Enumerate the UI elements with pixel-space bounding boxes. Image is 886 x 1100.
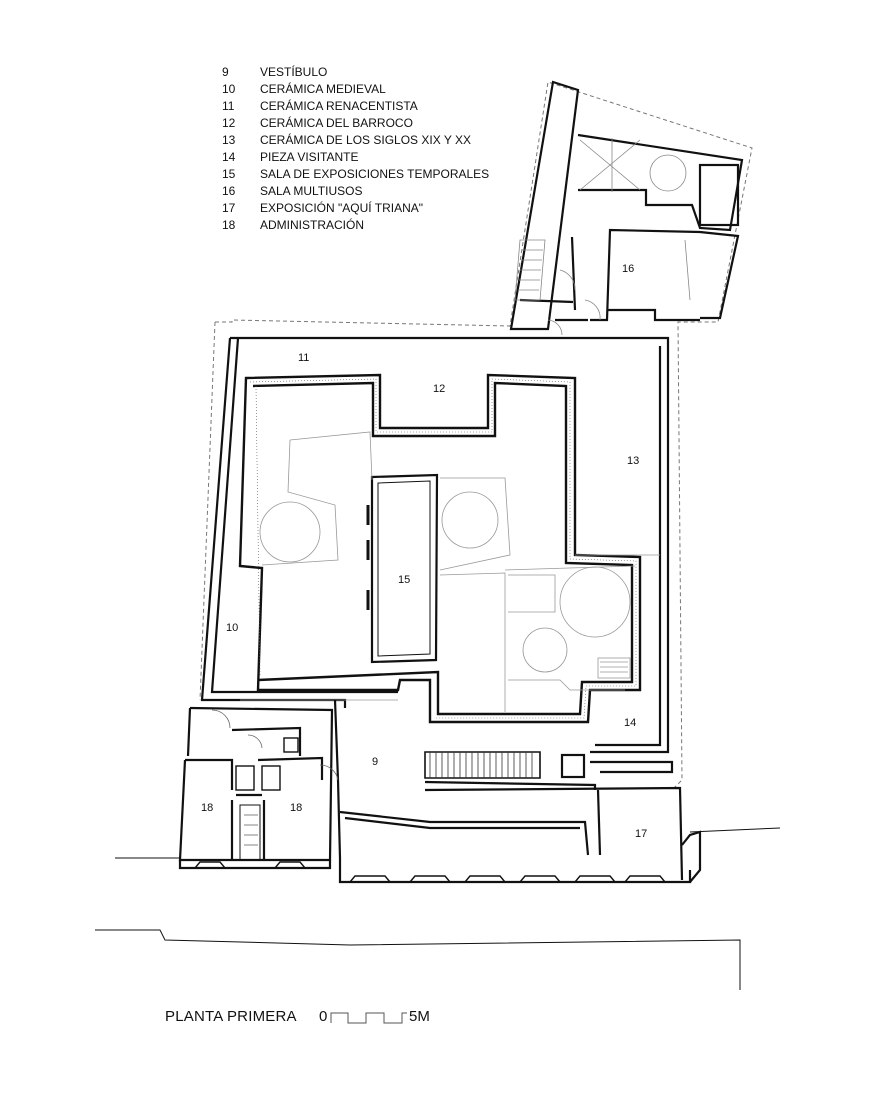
room-label-16: 16 bbox=[622, 263, 634, 275]
legend-number: 13 bbox=[222, 133, 236, 147]
scale-start-label: 0 bbox=[319, 1008, 328, 1025]
room-label-11: 11 bbox=[298, 352, 309, 364]
legend-item: 10 CERÁMICA MEDIEVAL bbox=[222, 81, 542, 98]
legend-number: 14 bbox=[222, 150, 236, 164]
legend-item: 12 CERÁMICA DEL BARROCO bbox=[222, 115, 542, 132]
legend-label: PIEZA VISITANTE bbox=[260, 150, 359, 164]
legend-label: VESTÍBULO bbox=[260, 65, 328, 79]
legend-item: 11 CERÁMICA RENACENTISTA bbox=[222, 98, 542, 115]
temporary-exhibit-block bbox=[366, 473, 439, 664]
vestibule-area bbox=[333, 699, 684, 881]
room-label-12: 12 bbox=[433, 383, 445, 395]
legend-number: 11 bbox=[222, 99, 235, 113]
room-label-9: 9 bbox=[372, 756, 378, 768]
legend-number: 18 bbox=[222, 218, 236, 232]
plan-title: PLANTA PRIMERA bbox=[165, 1008, 297, 1025]
legend-label: ADMINISTRACIÓN bbox=[260, 218, 365, 232]
room-label-13: 13 bbox=[627, 455, 639, 467]
legend-item: 17 EXPOSICIÓN "AQUÍ TRIANA" bbox=[222, 200, 542, 217]
legend-label: SALA MULTIUSOS bbox=[260, 184, 363, 198]
legend-number: 12 bbox=[222, 116, 236, 130]
room-label-10: 10 bbox=[226, 622, 238, 634]
legend-number: 16 bbox=[222, 184, 236, 198]
gallery-details bbox=[240, 431, 660, 712]
legend-label: EXPOSICIÓN "AQUÍ TRIANA" bbox=[260, 201, 423, 215]
inner-gallery-walls bbox=[238, 373, 642, 724]
legend-item: 14 PIEZA VISITANTE bbox=[222, 149, 542, 166]
street-lines bbox=[95, 827, 781, 990]
legend-label: SALA DE EXPOSICIONES TEMPORALES bbox=[260, 167, 490, 181]
scale-end-label: 5M bbox=[409, 1008, 430, 1025]
legend-label: CERÁMICA DEL BARROCO bbox=[260, 116, 413, 130]
admin-door-swings bbox=[211, 709, 339, 846]
room-labels: 9 10 11 12 13 14 15 16 17 18 18 bbox=[201, 263, 647, 840]
room-label-17: 17 bbox=[635, 828, 647, 840]
legend-item: 16 SALA MULTIUSOS bbox=[222, 183, 542, 200]
legend-item: 18 ADMINISTRACIÓN bbox=[222, 217, 542, 234]
stair-treads bbox=[429, 752, 533, 778]
administration-block bbox=[178, 706, 334, 862]
legend-item: 13 CERÁMICA DE LOS SIGLOS XIX Y XX bbox=[222, 132, 542, 149]
legend-label: CERÁMICA DE LOS SIGLOS XIX Y XX bbox=[260, 133, 471, 147]
room-label-18b: 18 bbox=[290, 802, 302, 814]
legend-label: CERÁMICA MEDIEVAL bbox=[260, 82, 386, 96]
legend-number: 17 bbox=[222, 201, 236, 215]
room-label-14: 14 bbox=[624, 717, 636, 729]
property-outline bbox=[199, 81, 753, 791]
legend-number: 15 bbox=[222, 167, 236, 181]
legend-item: 15 SALA DE EXPOSICIONES TEMPORALES bbox=[222, 166, 542, 183]
legend-label: CERÁMICA RENACENTISTA bbox=[260, 99, 418, 113]
street-facade bbox=[178, 830, 702, 884]
annex-room-16 bbox=[509, 80, 744, 331]
legend-number: 9 bbox=[222, 65, 229, 79]
annex-details bbox=[514, 138, 691, 336]
scale-bar bbox=[330, 1012, 407, 1024]
wall-hatching bbox=[249, 378, 637, 719]
room-label-18a: 18 bbox=[201, 802, 213, 814]
legend-number: 10 bbox=[222, 82, 236, 96]
room-label-15: 15 bbox=[398, 574, 410, 586]
facade-windows bbox=[194, 861, 666, 883]
legend-item: 9 VESTÍBULO bbox=[222, 64, 542, 81]
